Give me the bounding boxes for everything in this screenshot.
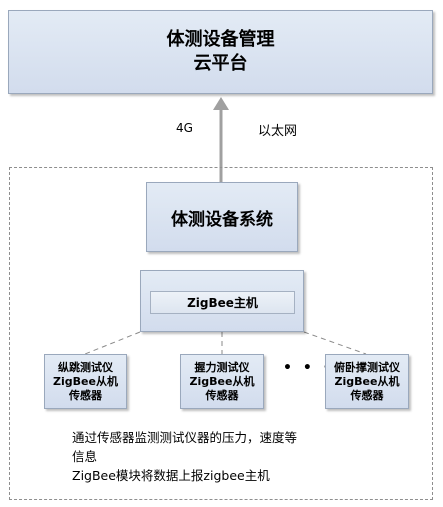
cloud-platform-box: 体测设备管理 云平台 [8,10,433,94]
uplink-arrow-head [213,97,229,110]
sensor-box-grip: 握力测试仪 ZigBee从机 传感器 [180,354,264,409]
more-sensors-ellipsis: • • • [283,360,335,376]
note-line-1: 通过传感器监测测试仪器的压力，速度等 [72,430,298,445]
sensor-box-pushup: 俯卧撑测试仪 ZigBee从机 传感器 [325,354,409,409]
link-host-sensor-3 [303,331,367,355]
note-line-2: 信息 [72,449,98,464]
cloud-platform-title-line1: 体测设备管理 [166,29,275,50]
note-line-3: ZigBee模块将数据上报zigbee主机 [72,468,270,483]
sensor-type: 传感器 [350,388,384,402]
sensor-box-jump: 纵跳测试仪 ZigBee从机 传感器 [44,354,127,409]
cloud-platform-title-line2: 云平台 [193,53,248,74]
zigbee-host-label-box: ZigBee主机 [150,291,295,314]
sensor-role: ZigBee从机 [53,374,118,388]
sensor-type: 传感器 [69,388,102,402]
link-host-sensor-1 [84,331,141,355]
zigbee-host-label: ZigBee主机 [187,296,258,310]
sensor-name: 纵跳测试仪 [58,360,113,374]
sensor-role: ZigBee从机 [334,374,400,388]
test-system-title: 体测设备系统 [171,209,273,230]
sensor-name: 俯卧撑测试仪 [334,360,400,374]
sensor-type: 传感器 [205,388,239,402]
cellular-link-label: 4G [176,121,193,135]
ethernet-link-label: 以太网 [258,124,298,139]
sensor-role: ZigBee从机 [189,374,255,388]
sensor-name: 握力测试仪 [194,360,250,374]
system-boundary-frame [9,167,433,500]
description-note: 通过传感器监测测试仪器的压力，速度等 信息 ZigBee模块将数据上报zigbe… [72,428,412,485]
test-system-box: 体测设备系统 [146,182,298,252]
